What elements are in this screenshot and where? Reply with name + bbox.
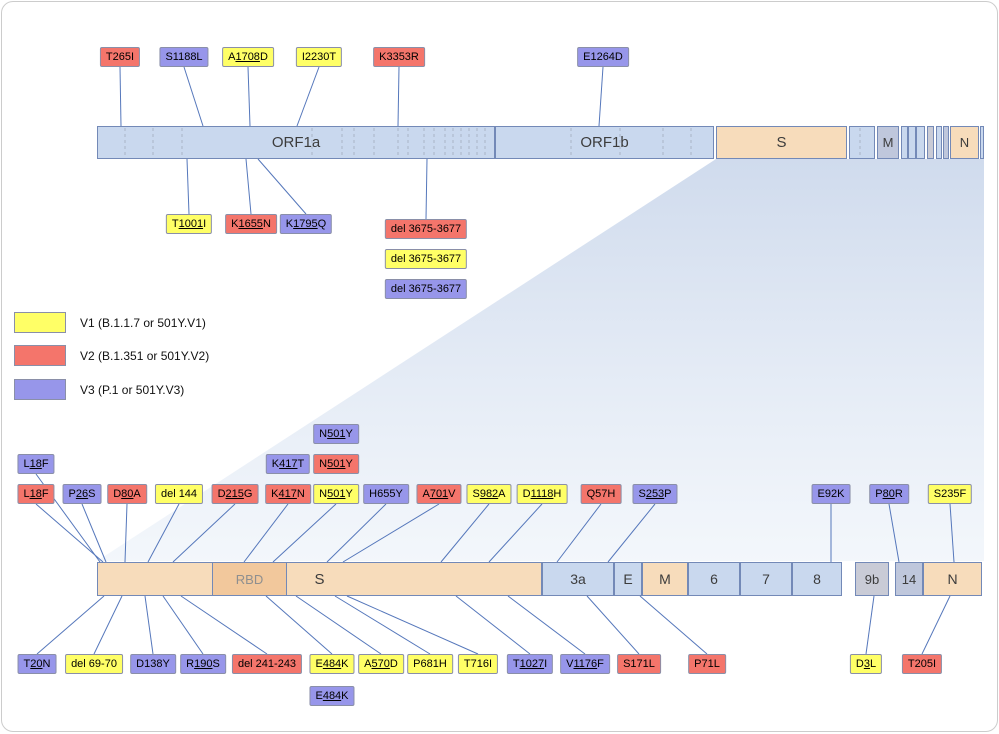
- mutation-label-s171l-v2: S171L: [617, 654, 661, 674]
- mutation-label-t1027i-v3: T1027I: [506, 654, 554, 674]
- genome-bar-segment-seg12: [980, 126, 984, 159]
- mutation-label-del-69-70-v1: del 69-70: [65, 654, 123, 674]
- legend-item-v1: V1 (B.1.1.7 or 501Y.V1): [14, 312, 206, 333]
- mutation-label-l18f-v2: L18F: [17, 484, 55, 504]
- mutation-label-q57h-v2: Q57H: [580, 484, 622, 504]
- mutation-label-del-3675-3677-v3: del 3675-3677: [384, 279, 468, 299]
- mutation-label-e484k-v1: E484K: [309, 654, 355, 674]
- mutation-label-e484k-v3: E484K: [309, 686, 355, 706]
- mutation-label-del-144-v1: del 144: [154, 484, 204, 504]
- legend-item-v3: V3 (P.1 or 501Y.V3): [14, 379, 184, 400]
- mutation-label-s982a-v1: S982A: [466, 484, 512, 504]
- legend-swatch-v1: [14, 312, 66, 333]
- spike-bar-segment-8: 8: [792, 562, 842, 596]
- mutation-label-d80a-v2: D80A: [107, 484, 147, 504]
- mutation-label-p681h-v1: P681H: [407, 654, 453, 674]
- genome-bar-segment-orf1b: ORF1b: [495, 126, 714, 159]
- spike-bar-segment-7: 7: [740, 562, 792, 596]
- mutation-label-d3l-v1: D3L: [849, 654, 883, 674]
- mutation-label-a1708d-v1: A1708D: [222, 47, 274, 67]
- spike-bar-segment-m: M: [642, 562, 688, 596]
- mutation-label-a570d-v1: A570D: [358, 654, 404, 674]
- mutation-label-k417n-v2: K417N: [265, 484, 311, 504]
- legend-swatch-v3: [14, 379, 66, 400]
- mutation-label-v1176f-v3: V1176F: [560, 654, 610, 674]
- mutation-label-s1188l-v3: S1188L: [159, 47, 209, 67]
- mutation-label-p71l-v2: P71L: [688, 654, 726, 674]
- genome-bar-segment-seg8: [927, 126, 934, 159]
- mutation-label-h655y-v3: H655Y: [363, 484, 409, 504]
- genome-bar-segment-m: M: [877, 126, 899, 159]
- mutation-label-e1264d-v3: E1264D: [577, 47, 629, 67]
- mutation-label-t265i-v2: T265I: [99, 47, 141, 67]
- mutation-label-p26s-v3: P26S: [62, 484, 102, 504]
- legend-label-v3: V3 (P.1 or 501Y.V3): [80, 382, 185, 397]
- mutation-label-e92k-v3: E92K: [811, 484, 851, 504]
- mutation-label-p80r-v3: P80R: [869, 484, 909, 504]
- mutation-label-t205i-v2: T205I: [901, 654, 943, 674]
- mutation-label-d138y-v3: D138Y: [130, 654, 176, 674]
- legend-item-v2: V2 (B.1.351 or 501Y.V2): [14, 345, 209, 366]
- mutation-label-t1001i-v1: T1001I: [165, 214, 213, 234]
- legend-label-v1: V1 (B.1.1.7 or 501Y.V1): [80, 315, 206, 330]
- spike-bar-segment-3a: 3a: [542, 562, 614, 596]
- mutation-label-t716i-v1: T716I: [457, 654, 499, 674]
- mutation-label-n501y-v3: N501Y: [313, 424, 359, 444]
- spike-bar-segment-rbd: RBD: [212, 562, 287, 596]
- legend-swatch-v2: [14, 345, 66, 366]
- legend-label-v2: V2 (B.1.351 or 501Y.V2): [80, 348, 210, 363]
- mutation-label-d215g-v2: D215G: [211, 484, 259, 504]
- spike-bar-segment-6: 6: [688, 562, 740, 596]
- spike-bar-segment-n: N: [923, 562, 982, 596]
- genome-bar-segment-seg5: [901, 126, 908, 159]
- mutation-label-del-3675-3677-v2: del 3675-3677: [384, 219, 468, 239]
- genome-bar-segment-n: N: [950, 126, 979, 159]
- spike-bar-segment-e: E: [614, 562, 642, 596]
- mutation-label-a701v-v2: A701V: [416, 484, 462, 504]
- mutation-label-k417t-v3: K417T: [265, 454, 311, 474]
- mutation-label-n501y-v2: N501Y: [313, 454, 359, 474]
- mutation-label-t20n-v3: T20N: [17, 654, 57, 674]
- spike-bar-segment-14: 14: [895, 562, 923, 596]
- spike-bar-segment-s: S: [97, 562, 542, 596]
- mutation-label-i2230t-v1: I2230T: [295, 47, 343, 67]
- mutation-label-r190s-v3: R190S: [180, 654, 226, 674]
- mutation-label-k1795q-v3: K1795Q: [279, 214, 333, 234]
- spike-bar-segment-9b: 9b: [855, 562, 889, 596]
- genome-bar-segment-s: S: [716, 126, 847, 159]
- genome-bar-segment-seg6: [908, 126, 916, 159]
- mutation-label-l18f-v3: L18F: [17, 454, 55, 474]
- mutation-label-del-241-243-v2: del 241-243: [231, 654, 303, 674]
- mutation-label-del-3675-3677-v1: del 3675-3677: [384, 249, 468, 269]
- genome-bar-segment-seg7: [916, 126, 925, 159]
- mutation-label-k1655n-v2: K1655N: [225, 214, 277, 234]
- mutation-label-s235f-v1: S235F: [927, 484, 973, 504]
- genome-bar-segment-seg9: [936, 126, 942, 159]
- mutation-label-n501y-v1: N501Y: [313, 484, 359, 504]
- mutation-label-k3353r-v2: K3353R: [373, 47, 425, 67]
- genome-bar-segment-seg3: [849, 126, 875, 159]
- genome-bar-segment-seg10: [943, 126, 949, 159]
- mutation-label-s253p-v3: S253P: [632, 484, 678, 504]
- mutation-label-d1118h-v1: D1118H: [516, 484, 568, 504]
- genome-bar-segment-orf1a: ORF1a: [97, 126, 495, 159]
